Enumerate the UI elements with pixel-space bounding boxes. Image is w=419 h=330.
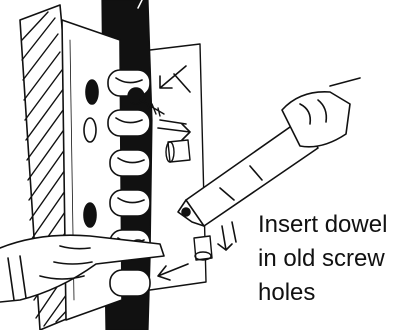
caption-line-2: in old screw bbox=[258, 242, 416, 276]
caption: Insert dowel in old screw holes bbox=[258, 208, 416, 310]
caption-line-3: holes bbox=[258, 276, 416, 310]
caption-line-1: Insert dowel bbox=[258, 208, 416, 242]
